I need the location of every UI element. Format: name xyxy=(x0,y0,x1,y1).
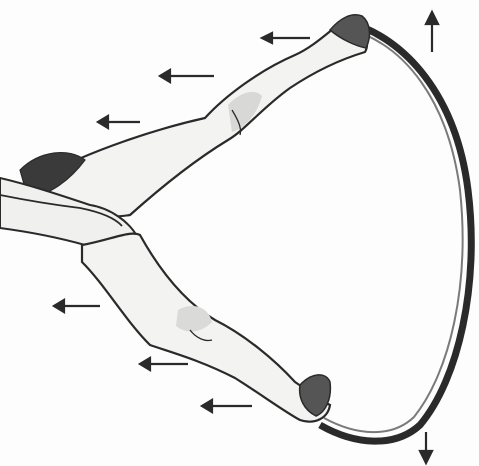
resistance-band xyxy=(320,22,471,441)
arrow-left-icon xyxy=(262,33,310,43)
arrow-left-icon xyxy=(140,358,188,370)
arrow-left-icon xyxy=(160,70,214,82)
lower-leg xyxy=(82,234,330,422)
arrow-left-icon xyxy=(202,400,252,412)
resistance-band-inner xyxy=(324,30,463,432)
arrow-down-icon xyxy=(420,432,432,463)
arrow-up-icon xyxy=(426,12,438,52)
upper-leg xyxy=(40,20,367,217)
arrow-left-icon xyxy=(54,300,100,312)
arrow-left-icon xyxy=(98,116,140,128)
